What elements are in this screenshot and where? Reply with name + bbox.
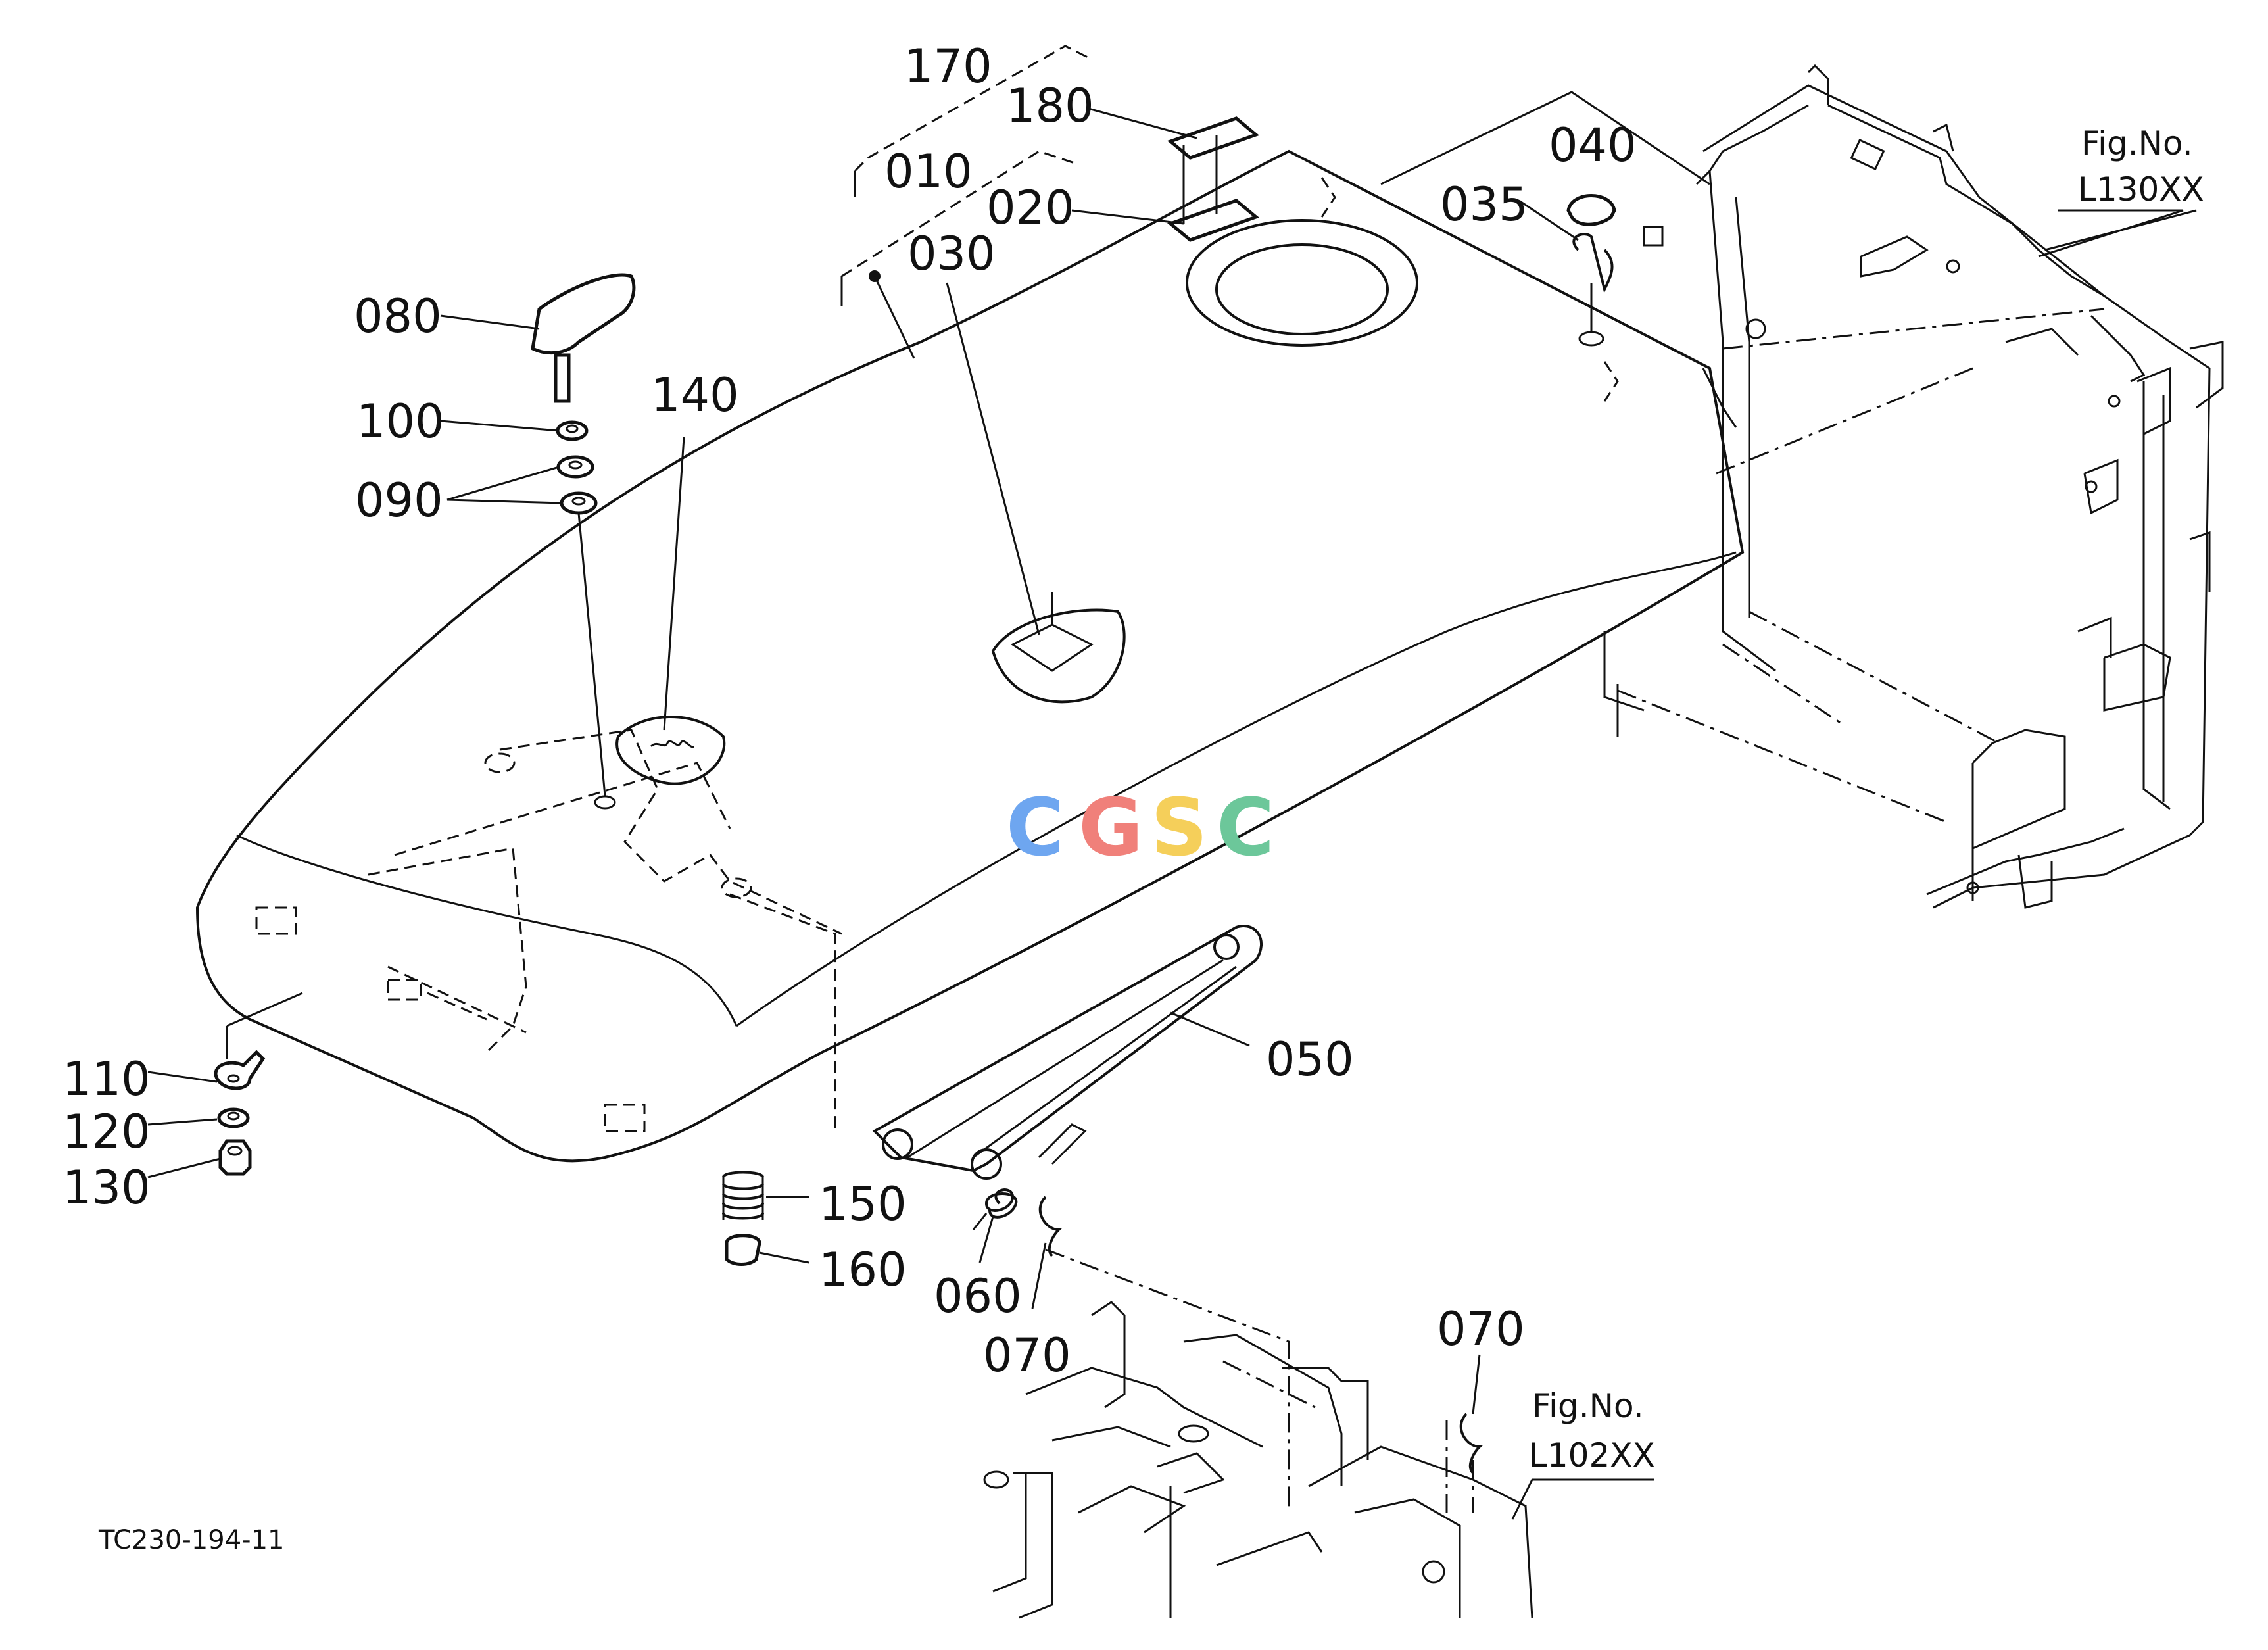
callout-120: 120 <box>62 1105 151 1159</box>
spring-060 <box>972 1188 1018 1230</box>
labels-180-020 <box>1167 116 1259 242</box>
cap-040 <box>1566 194 1616 226</box>
callout-110: 110 <box>62 1052 151 1106</box>
washer-100 <box>556 420 589 441</box>
bushing-160 <box>725 1234 761 1266</box>
pin-035 <box>1572 233 1614 293</box>
callout-150: 150 <box>819 1177 907 1231</box>
callout-130: 130 <box>62 1161 151 1215</box>
callout-050: 050 <box>1266 1032 1354 1086</box>
callout-070-a: 070 <box>983 1328 1071 1382</box>
washers-090 <box>556 455 598 515</box>
callout-020: 020 <box>986 181 1074 235</box>
watermark-logo: C G S C <box>1006 783 1274 874</box>
watermark-letter-g: G <box>1078 783 1144 874</box>
callout-030: 030 <box>907 227 996 281</box>
watermark-letter-s: S <box>1151 783 1207 874</box>
callout-140: 140 <box>651 368 739 422</box>
callout-060: 060 <box>934 1269 1022 1323</box>
fig-ref-l102xx-line2: L102XX <box>1529 1436 1655 1474</box>
stay-050 <box>872 925 1263 1180</box>
pin-070-b <box>1459 1413 1483 1474</box>
fig-ref-l130xx-line2: L130XX <box>2078 170 2204 208</box>
callout-180: 180 <box>1006 79 1094 133</box>
watermark-letter-c1: C <box>1006 783 1064 874</box>
callout-070-b: 070 <box>1437 1302 1525 1356</box>
bracket-110 <box>214 1050 266 1090</box>
bonnet-hood <box>195 91 1745 1163</box>
callout-040: 040 <box>1549 118 1637 172</box>
fig-ref-l130xx-line1: Fig.No. <box>2081 124 2193 162</box>
watermark-letter-c2: C <box>1217 783 1274 874</box>
pin-070-a <box>1038 1196 1062 1257</box>
lower-frame-assembly <box>983 1248 1533 1619</box>
leader-lines <box>147 107 2184 1520</box>
fig-ref-l102xx-line1: Fig.No. <box>1532 1387 1644 1425</box>
callout-080: 080 <box>354 289 442 343</box>
callout-100: 100 <box>356 395 445 449</box>
callout-035: 035 <box>1440 178 1528 231</box>
nut-130 <box>218 1139 252 1176</box>
callout-090: 090 <box>355 473 443 527</box>
spring-150 <box>722 1171 764 1220</box>
drawing-code: TC230-194-11 <box>98 1525 284 1555</box>
washer-120 <box>217 1107 250 1128</box>
callout-170: 170 <box>904 39 992 93</box>
group-bracket-170 <box>854 45 1092 172</box>
callout-160: 160 <box>819 1243 907 1297</box>
lock-knob-080 <box>531 273 636 403</box>
group-bracket-010 <box>841 150 1079 278</box>
rear-frame-assembly <box>1603 64 2224 909</box>
callout-010: 010 <box>884 145 973 199</box>
